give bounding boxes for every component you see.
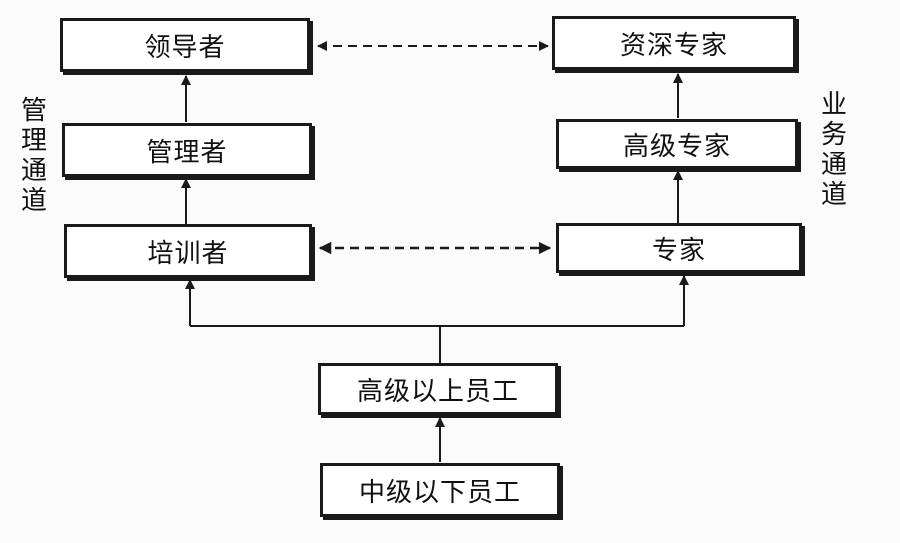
label-management-channel: 管 理 通 道 (20, 96, 47, 216)
node-leader: 领导者 (60, 18, 310, 72)
node-expert: 专家 (556, 223, 802, 273)
node-trainer: 培训者 (64, 224, 312, 278)
node-junior-staff: 中级以下员工 (320, 463, 560, 517)
node-high-expert: 高级专家 (556, 119, 798, 169)
label-business-channel: 业 务 通 道 (820, 90, 847, 210)
node-senior-staff: 高级以上员工 (318, 363, 558, 415)
node-senior-expert: 资深专家 (552, 16, 796, 70)
node-manager: 管理者 (62, 123, 312, 177)
